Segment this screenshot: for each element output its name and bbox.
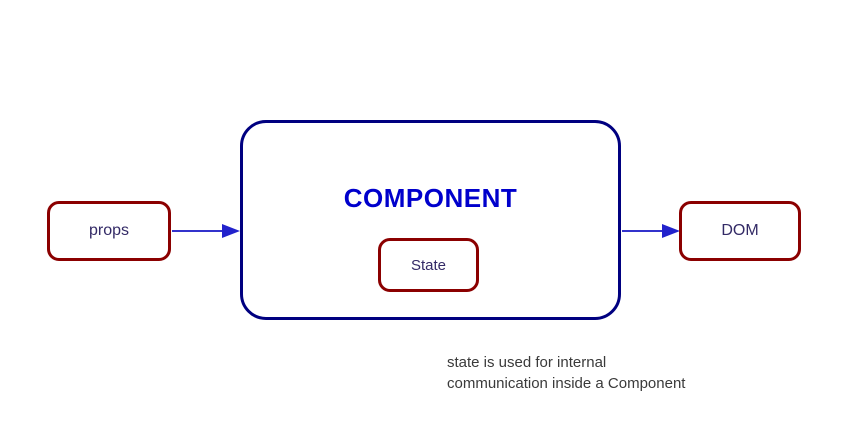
node-state-label: State: [410, 256, 447, 274]
diagram-caption: state is used for internal communication…: [447, 354, 686, 392]
node-props: props: [47, 201, 171, 261]
node-dom-label: DOM: [721, 222, 759, 239]
node-dom: DOM: [679, 201, 801, 261]
node-component: COMPONENT: [240, 120, 621, 320]
component-title: COMPONENT: [343, 183, 518, 213]
arrow-props-to-component: [172, 224, 240, 238]
node-state: State: [378, 238, 479, 292]
arrow-component-to-dom: [622, 224, 680, 238]
node-props-label: props: [88, 222, 130, 239]
